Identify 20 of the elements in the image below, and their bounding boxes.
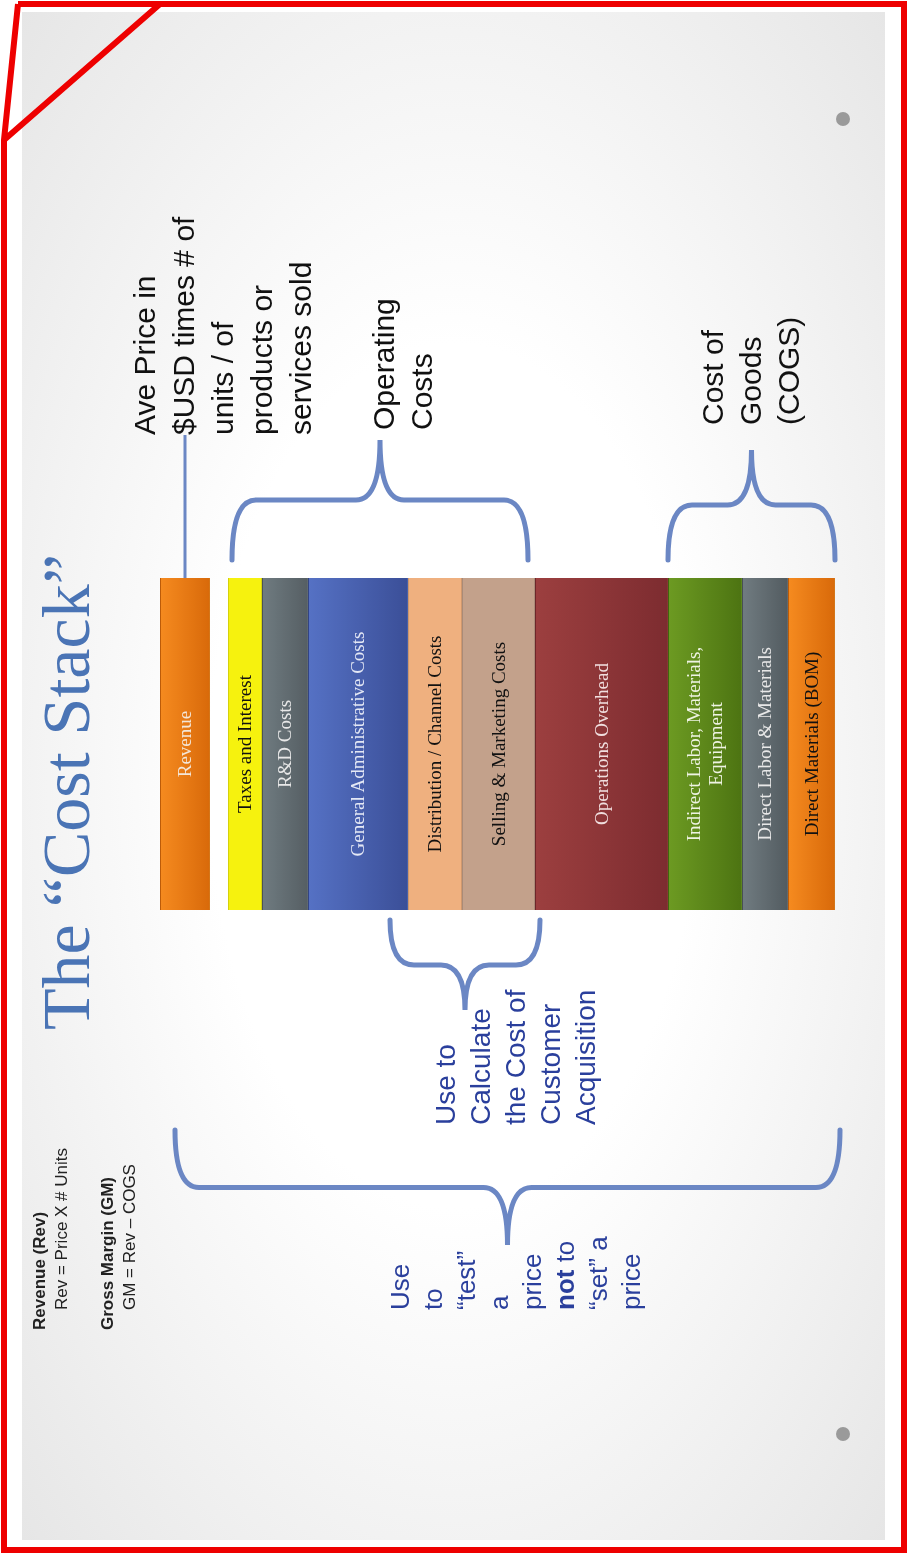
cost-bar: Indirect Labor, Materials, Equipment (668, 578, 742, 910)
cost-bar: Operations Overhead (535, 578, 668, 910)
formula-heading: Revenue (Rev) (30, 1210, 50, 1330)
cost-bar: General Administrative Costs (308, 578, 408, 910)
formula-text: Rev = Price X # Units (52, 1146, 72, 1310)
annotation-text: Use to Calculate the Cost of Customer Acquisition (429, 988, 602, 1125)
annotation-text: Operating Costs (366, 297, 439, 430)
cost-bar: Taxes and Interest (228, 578, 262, 910)
formula-heading: Gross Margin (GM) (98, 1176, 118, 1330)
formula-text: GM = Rev – COGS (120, 1163, 140, 1310)
title: The “Cost Stack” (27, 554, 105, 1030)
cost-bar: Distribution / Channel Costs (408, 578, 462, 910)
annotation-text: Ave Price in $USD times # of units / of products or services sold (125, 213, 320, 435)
cost-bar: Direct Labor & Materials (742, 578, 788, 910)
cost-bar: Direct Materials (BOM) (788, 578, 835, 910)
cost-bar: Revenue (160, 578, 210, 910)
annotation-text: Cost of Goods (COGS) (695, 315, 806, 425)
leader-line (183, 435, 187, 578)
cost-bar: R&D Costs (262, 578, 308, 910)
cost-bar: Selling & Marketing Costs (462, 578, 535, 910)
